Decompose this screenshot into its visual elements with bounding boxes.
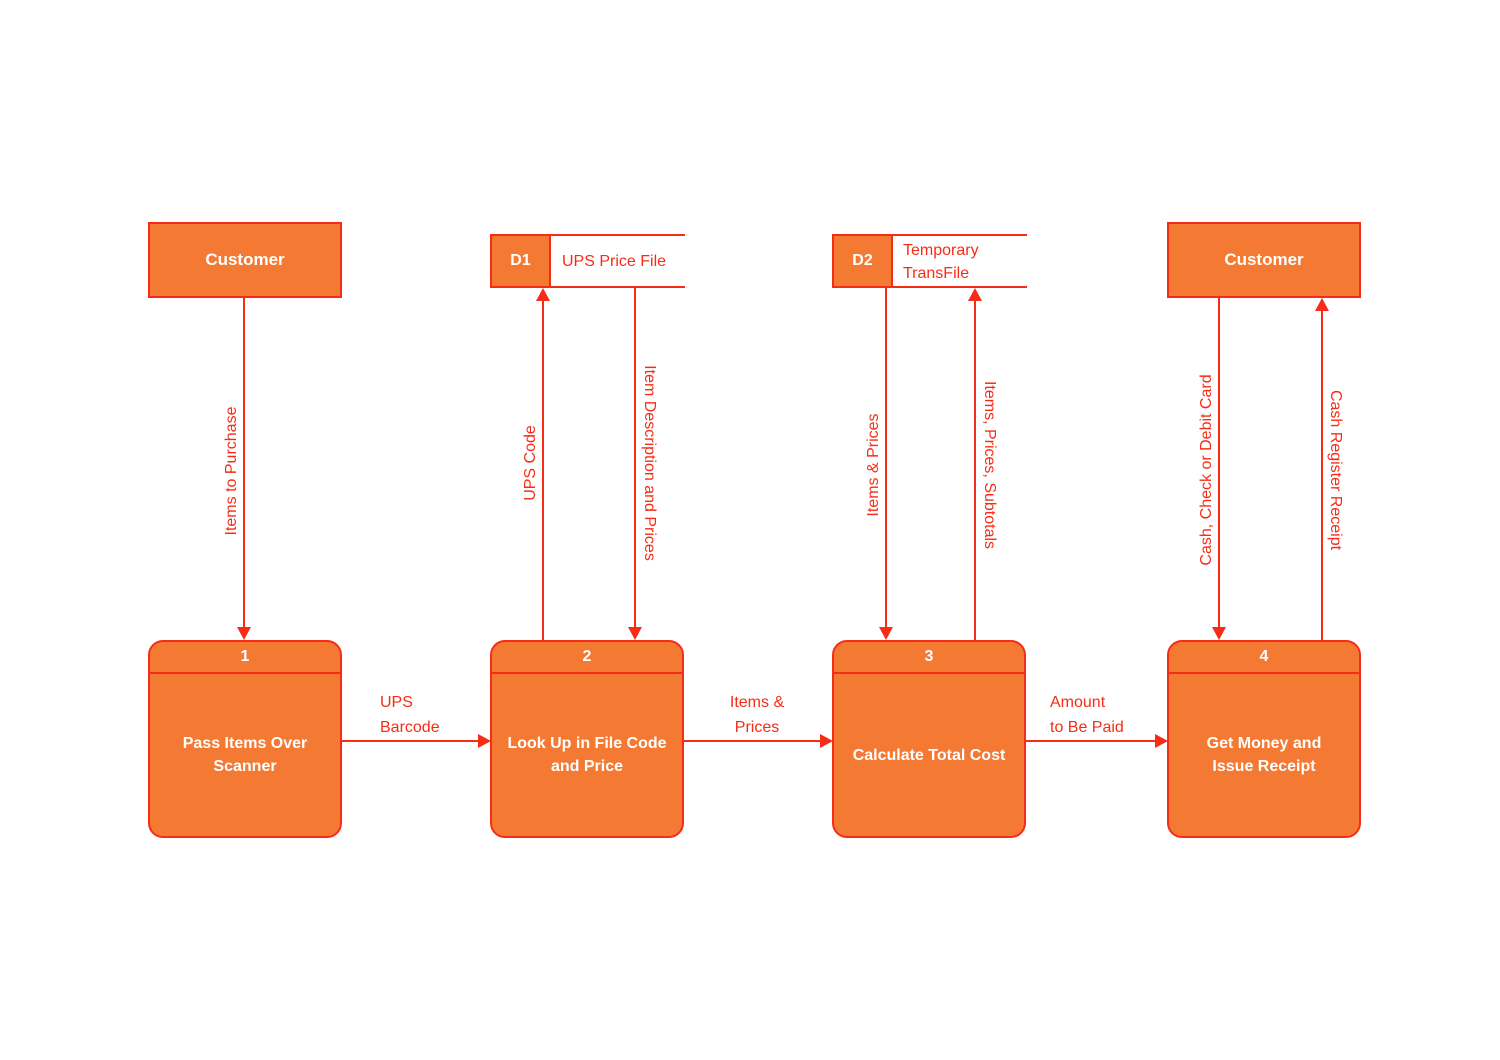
- process-3-header: 3: [834, 642, 1024, 674]
- flow-ups-code-label: UPS Code: [522, 425, 539, 501]
- flow-items-prices-v-arrowhead-icon: [879, 627, 893, 640]
- datastore-d1-top-line: [490, 234, 685, 236]
- flow-amount-label: Amount to Be Paid: [1050, 694, 1124, 736]
- process-4-number: 4: [1259, 648, 1269, 665]
- flow-items-prices-v-label: Items & Prices: [865, 413, 882, 517]
- datastore-d2-bottom-line: [832, 286, 1027, 288]
- flow-cash-check-arrowhead-icon: [1212, 627, 1226, 640]
- datastore-d2-id-box: D2: [832, 234, 893, 288]
- process-3: 3 Calculate Total Cost: [832, 640, 1026, 838]
- flow-item-description-label: Item Description and Prices: [641, 365, 658, 561]
- flow-ups-code-line: [542, 301, 544, 640]
- flow-subtotals-line: [974, 301, 976, 640]
- process-4-title: Get Money and Issue Receipt: [1206, 735, 1322, 775]
- process-2-header: 2: [492, 642, 682, 674]
- process-1-number: 1: [240, 648, 250, 665]
- process-4-header: 4: [1169, 642, 1359, 674]
- entity-customer-right-label: Customer: [1224, 250, 1304, 269]
- flow-item-description-arrowhead-icon: [628, 627, 642, 640]
- flow-amount-line: [1026, 740, 1155, 742]
- entity-customer-left-label: Customer: [205, 250, 285, 269]
- flow-receipt-label: Cash Register Receipt: [1327, 389, 1344, 551]
- process-2-title: Look Up in File Code and Price: [507, 735, 667, 775]
- flow-ups-barcode-line: [342, 740, 478, 742]
- flow-items-prices-h-label: Items & Prices: [729, 694, 785, 736]
- process-1-header: 1: [150, 642, 340, 674]
- process-1: 1 Pass Items Over Scanner: [148, 640, 342, 838]
- process-2: 2 Look Up in File Code and Price: [490, 640, 684, 838]
- flow-subtotals-arrowhead-icon: [968, 288, 982, 301]
- flow-items-prices-h-arrowhead-icon: [820, 734, 833, 748]
- datastore-d2-name: Temporary TransFile: [903, 242, 979, 282]
- datastore-d1-bottom-line: [490, 286, 685, 288]
- entity-customer-left: Customer: [148, 222, 342, 298]
- datastore-d1-id: D1: [510, 252, 531, 269]
- datastore-d1-name: UPS Price File: [562, 252, 667, 270]
- flow-items-prices-v-line: [885, 288, 887, 627]
- flow-subtotals-label: Items, Prices, Subtotals: [981, 380, 998, 550]
- process-4: 4 Get Money and Issue Receipt: [1167, 640, 1361, 838]
- datastore-d1-id-box: D1: [490, 234, 551, 288]
- datastore-d2-id: D2: [852, 252, 873, 269]
- flow-items-to-purchase-arrowhead-icon: [237, 627, 251, 640]
- flow-item-description-line: [634, 288, 636, 627]
- process-3-title: Calculate Total Cost: [852, 746, 1006, 764]
- flow-amount-arrowhead-icon: [1155, 734, 1168, 748]
- flow-receipt-line: [1321, 311, 1323, 640]
- flow-cash-check-line: [1218, 298, 1220, 627]
- entity-customer-right: Customer: [1167, 222, 1361, 298]
- flow-cash-check-label: Cash, Check or Debit Card: [1198, 374, 1215, 566]
- flow-ups-barcode-label: UPS Barcode: [380, 694, 440, 736]
- flow-receipt-arrowhead-icon: [1315, 298, 1329, 311]
- datastore-d2-top-line: [832, 234, 1027, 236]
- flow-ups-code-arrowhead-icon: [536, 288, 550, 301]
- flow-items-to-purchase-label: Items to Purchase: [223, 406, 240, 536]
- flow-ups-barcode-arrowhead-icon: [478, 734, 491, 748]
- flow-items-to-purchase-line: [243, 298, 245, 627]
- flow-items-prices-h-line: [684, 740, 820, 742]
- process-2-number: 2: [582, 648, 592, 665]
- process-1-title: Pass Items Over Scanner: [182, 735, 308, 775]
- process-3-number: 3: [924, 648, 934, 665]
